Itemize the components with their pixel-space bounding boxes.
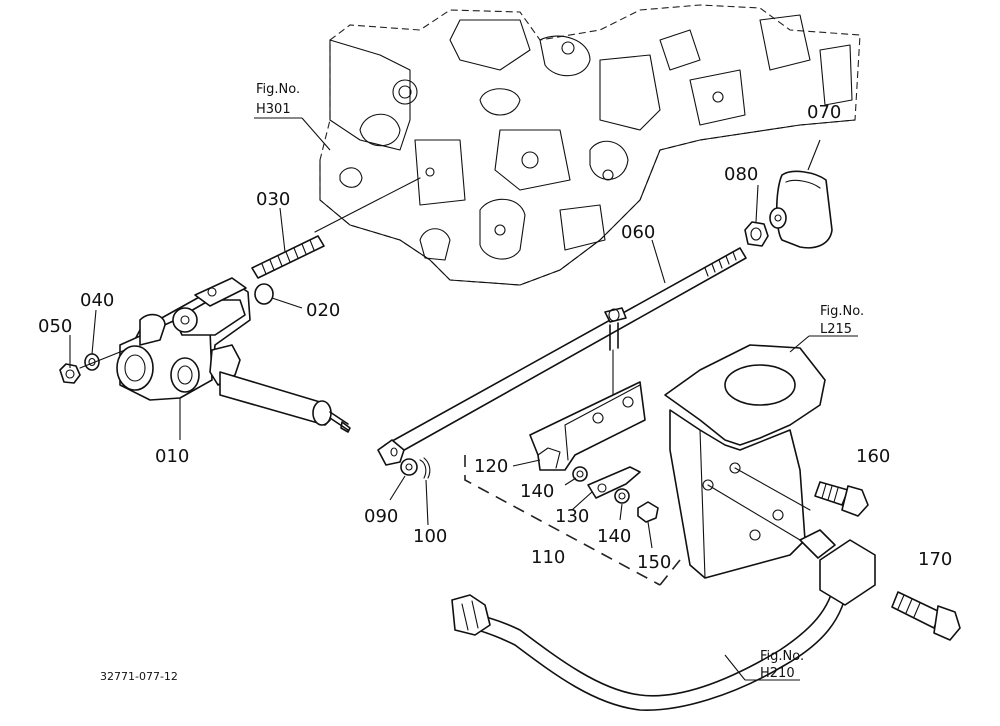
washer-040 — [84, 353, 100, 371]
label-100: 100 — [413, 526, 447, 547]
label-050: 050 — [38, 316, 72, 337]
figref-h301-line1: Fig.No. — [256, 82, 300, 97]
label-170: 170 — [918, 549, 952, 570]
part-labels: Fig.No. H301 Fig.No. L215 Fig.No. H210 0… — [38, 82, 952, 683]
figref-l215-line1: Fig.No. — [820, 304, 864, 319]
figref-h210-line2: H210 — [760, 666, 795, 681]
washer-090 — [400, 458, 418, 476]
label-060: 060 — [621, 222, 655, 243]
stud-030 — [251, 177, 421, 279]
label-010: 010 — [155, 446, 189, 467]
cotter-pin-100 — [419, 457, 431, 479]
bracket-120 — [529, 381, 646, 471]
label-150: 150 — [637, 552, 671, 573]
pedal-bracket — [664, 344, 826, 579]
knob-070 — [769, 170, 833, 249]
label-160: 160 — [856, 446, 890, 467]
pedal-rod — [451, 529, 876, 711]
plate-130 — [587, 466, 641, 499]
label-030: 030 — [256, 189, 290, 210]
figref-l215-line2: L215 — [820, 322, 852, 337]
bolt-160 — [814, 481, 869, 517]
nut-080 — [744, 221, 769, 247]
valve-body-010 — [116, 277, 351, 433]
housing-casting — [319, 4, 861, 286]
drawing-code: 32771-077-12 — [100, 670, 178, 683]
label-120: 120 — [474, 456, 508, 477]
label-110: 110 — [531, 547, 565, 568]
rod-060 — [377, 247, 747, 466]
washer-140-b — [614, 488, 630, 504]
label-140-a: 140 — [520, 481, 554, 502]
label-130: 130 — [555, 506, 589, 527]
label-090: 090 — [364, 506, 398, 527]
label-070: 070 — [807, 102, 841, 123]
label-140-b: 140 — [597, 526, 631, 547]
washer-140-a — [572, 466, 588, 482]
figref-h301-line2: H301 — [256, 102, 291, 117]
leader-lines — [69, 117, 858, 681]
o-ring-020 — [254, 283, 274, 305]
label-080: 080 — [724, 164, 758, 185]
bolt-150 — [637, 501, 659, 523]
bolt-170 — [891, 591, 961, 641]
figref-h210-line1: Fig.No. — [760, 649, 804, 664]
label-020: 020 — [306, 300, 340, 321]
assembly-110-outline — [464, 455, 681, 586]
nut-050 — [59, 349, 126, 384]
label-040: 040 — [80, 290, 114, 311]
